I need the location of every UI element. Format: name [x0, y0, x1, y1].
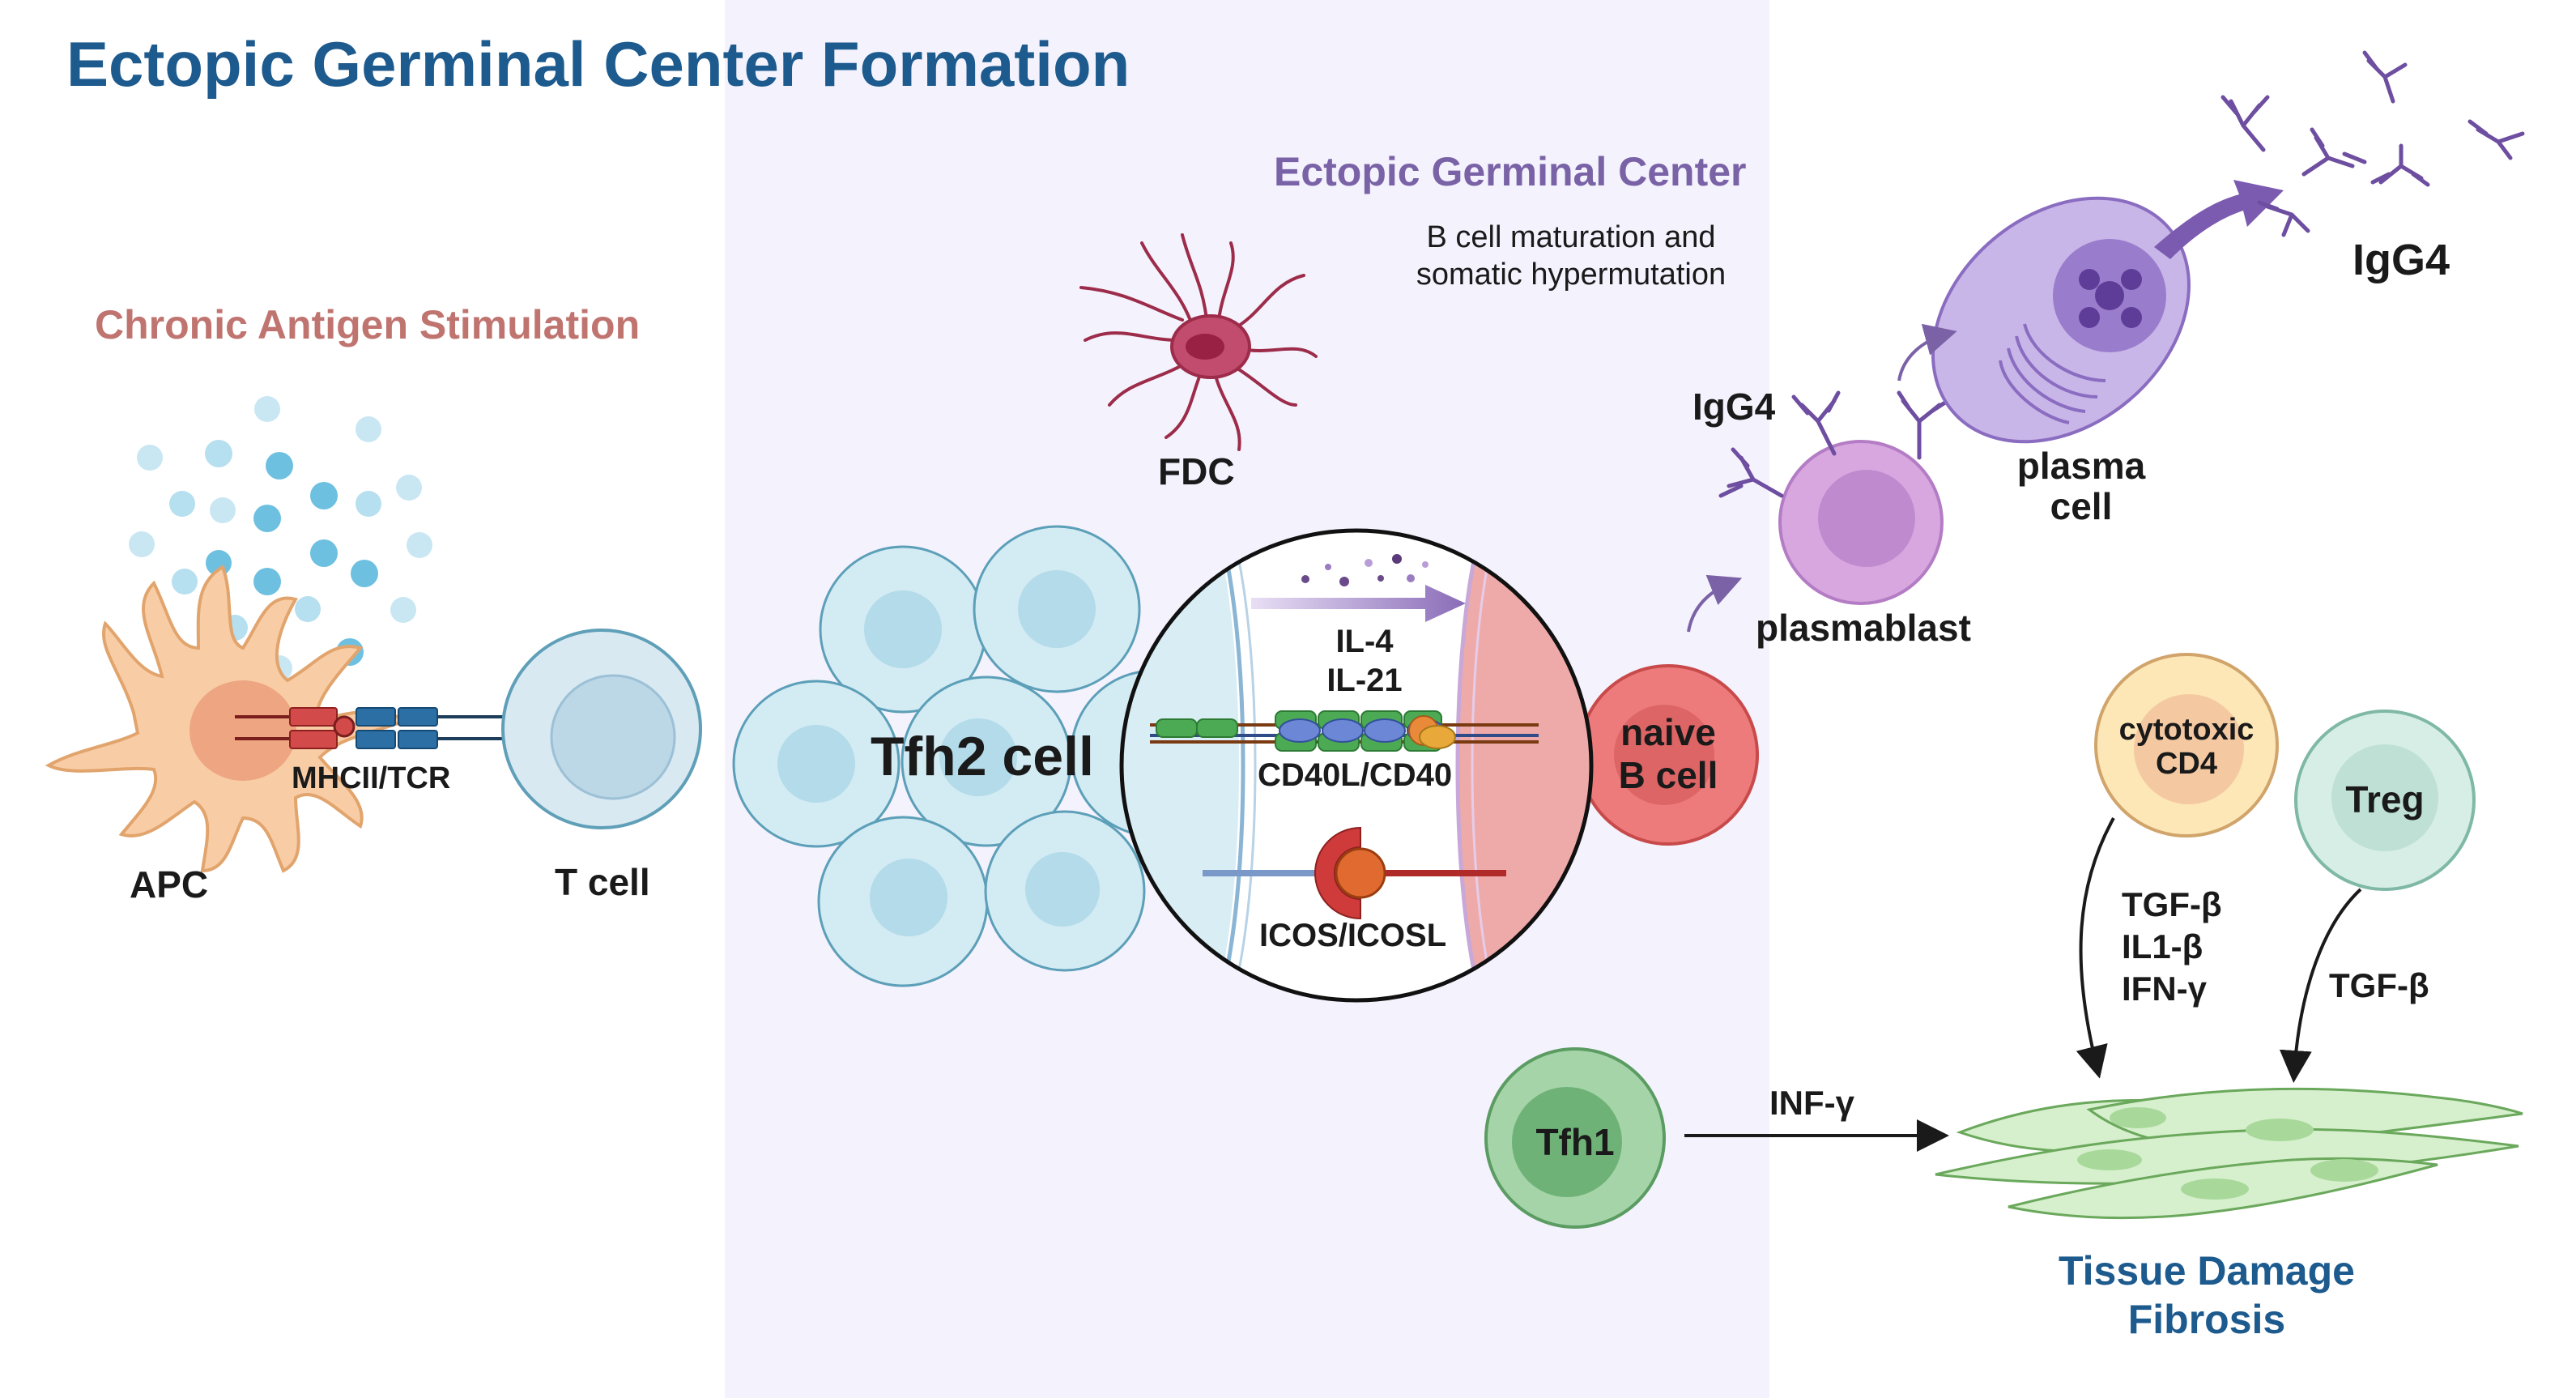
cytokine-release [1251, 554, 1466, 622]
icos-icosl-label: ICOS/ICOSL [1259, 918, 1447, 953]
plasma-cell-label-line1: plasma [2016, 445, 2146, 487]
igg4-small-label: IgG4 [1692, 386, 1776, 428]
igg4-surface-antibodies [1718, 390, 1950, 498]
gc-section-title: Ectopic Germinal Center [1274, 149, 1747, 194]
apc-cell [45, 565, 409, 873]
fdc-label: FDC [1158, 450, 1235, 492]
cytotoxic-label-line1: cytotoxic [2118, 713, 2255, 747]
cyto-mediator-1: TGF-β [2122, 885, 2222, 923]
naive-b-label-line2: B cell [1618, 754, 1718, 796]
treg-cell [2294, 710, 2476, 891]
t-cell-label: T cell [555, 861, 650, 903]
cyto-mediator-2: IL1-β [2122, 927, 2203, 965]
cytotoxic-cd4-cell [2094, 653, 2279, 838]
tfh1-cell [1484, 1047, 1666, 1229]
tfh1-mediator: INF-γ [1769, 1084, 1854, 1122]
gc-description-line2: somatic hypermutation [1416, 258, 1727, 292]
mhc-tcr-label: MHCII/TCR [292, 761, 451, 795]
igg4-free-antibodies [2220, 50, 2525, 237]
cd40l-cd40-label: CD40L/CD40 [1258, 757, 1453, 793]
plasmablast-label: plasmablast [1756, 607, 1971, 649]
arrow-plasmablast-to-plasma [1897, 323, 1957, 381]
fdc-nucleus [1186, 334, 1224, 360]
outcome-line2: Fibrosis [2127, 1297, 2286, 1342]
tfh1-label: Tfh1 [1535, 1121, 1615, 1163]
treg-label: Treg [2345, 778, 2425, 820]
cytokine-il4-label: IL-4 [1335, 624, 1394, 659]
t-cell [501, 629, 702, 829]
secretion-arrow [2154, 180, 2284, 259]
plasma-cell [1931, 196, 2191, 444]
icos-icosl-complex [1203, 826, 1506, 920]
page-title: Ectopic Germinal Center Formation [66, 28, 1130, 100]
arrow-cytotoxic-to-tissue [2076, 817, 2115, 1079]
mhc-tcr-complex [235, 707, 510, 749]
apc-label: APC [130, 863, 209, 906]
tfh2-cluster [732, 525, 1238, 987]
outcome-line1: Tissue Damage [2059, 1248, 2355, 1294]
synapse-zoom [1119, 528, 1594, 1003]
naive-b-label-line1: naive [1620, 711, 1716, 753]
arrow-treg-to-tissue [2279, 888, 2362, 1083]
fibroblast-tissue [1935, 1087, 2523, 1220]
gc-description-line1: B cell maturation and [1426, 220, 1716, 254]
cd40l-cd40-complex [1150, 710, 1539, 752]
antigen-section-title: Chronic Antigen Stimulation [95, 302, 641, 347]
igg4-large-label: IgG4 [2352, 236, 2450, 284]
cyto-mediator-3: IFN-γ [2122, 970, 2207, 1008]
plasmablast-cell [1778, 440, 1944, 605]
arrow-b-to-plasmablast [1687, 574, 1743, 633]
cytokine-il21-label: IL-21 [1326, 663, 1403, 698]
treg-mediator: TGF-β [2329, 966, 2429, 1004]
tfh2-label: Tfh2 cell [871, 726, 1094, 787]
plasma-cell-label-line2: cell [2050, 485, 2113, 527]
cytotoxic-label-line2: CD4 [2155, 747, 2218, 781]
